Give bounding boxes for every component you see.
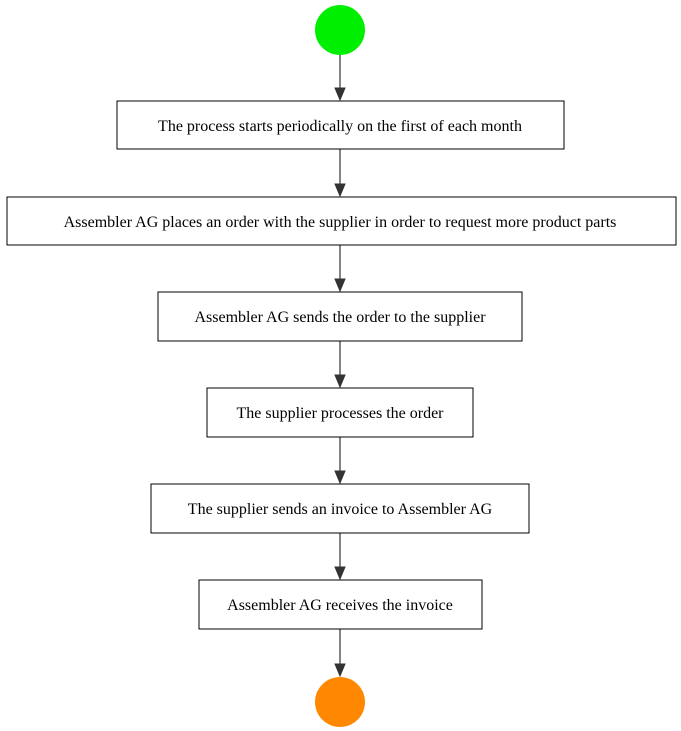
activity-label: The supplier sends an invoice to Assembl… [188,501,493,518]
activity-label: Assembler AG receives the invoice [227,597,453,614]
end-event-circle[interactable] [315,677,365,727]
edge-step-2-to-step-3 [334,245,346,293]
edge-step-1-to-step-2 [334,149,346,198]
edge-start-to-step-1 [334,55,346,102]
edge-step-3-to-step-4 [334,341,346,389]
activity-label: The process starts periodically on the f… [158,118,522,135]
edge-step-5-to-step-6 [334,533,346,581]
edges [334,55,346,678]
activity-label: The supplier processes the order [236,405,444,422]
activity-label: Assembler AG places an order with the su… [64,214,617,231]
activity-step-1[interactable]: The process starts periodically on the f… [116,100,565,150]
start-event-circle[interactable] [315,5,365,55]
activity-step-3[interactable]: Assembler AG sends the order to the supp… [157,291,523,342]
activity-label: Assembler AG sends the order to the supp… [194,309,486,326]
edge-step-4-to-step-5 [334,437,346,485]
activity-step-5[interactable]: The supplier sends an invoice to Assembl… [150,483,530,534]
activity-step-2[interactable]: Assembler AG places an order with the su… [6,196,677,246]
edge-step-6-to-end [334,629,346,678]
activity-step-6[interactable]: Assembler AG receives the invoice [198,579,483,630]
activity-step-4[interactable]: The supplier processes the order [206,387,474,438]
